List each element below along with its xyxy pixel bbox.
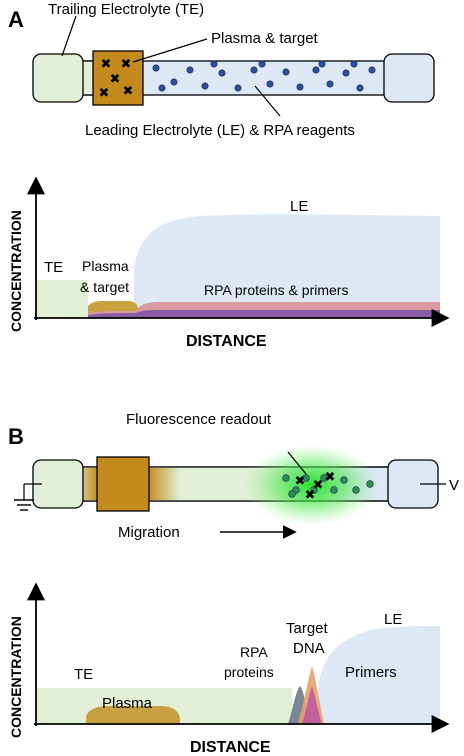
plasma-callout-label: Plasma & target <box>211 30 319 47</box>
reagent-bead <box>342 69 350 77</box>
rpa-label-a: RPA proteins & primers <box>204 282 348 298</box>
reagent-bead <box>186 66 194 74</box>
reagent-bead <box>282 68 290 76</box>
focused-bead <box>310 486 318 494</box>
reagent-bead <box>356 84 364 92</box>
reagent-bead <box>266 80 274 88</box>
fluorescence-callout-label: Fluorescence readout <box>126 411 272 428</box>
reagent-bead <box>318 60 326 68</box>
voltage-label: V <box>449 477 459 494</box>
x-axis-title-a: DISTANCE <box>186 333 267 350</box>
le-zone-a <box>134 214 440 318</box>
target-dna-marker: ✖ <box>99 85 110 100</box>
reagent-bead <box>170 78 178 86</box>
primers-label-b: Primers <box>345 664 397 681</box>
te-callout-label: Trailing Electrolyte (TE) <box>48 1 204 18</box>
migration-label: Migration <box>118 524 180 541</box>
plasma-callout-line <box>132 38 208 63</box>
rpa-label-b-line2: proteins <box>224 664 274 680</box>
amplified-target-marker: ✖ <box>295 473 306 488</box>
concentration-plot-b <box>27 582 450 733</box>
concentration-plot-a <box>27 176 450 327</box>
plasma-label-a-line2: & target <box>80 279 129 295</box>
reagent-bead <box>210 60 218 68</box>
reagent-bead <box>152 64 160 72</box>
amplified-target-marker: ✖ <box>325 469 336 484</box>
target-dna-marker: ✖ <box>101 56 112 71</box>
target-label-b-line2: DNA <box>293 640 325 657</box>
te-reservoir-a <box>32 53 84 103</box>
plasma-label-b: Plasma <box>102 695 153 712</box>
y-axis-title-a: CONCENTRATION <box>8 210 24 332</box>
reagent-bead <box>218 69 226 77</box>
amplified-target-marker: ✖ <box>313 477 324 492</box>
focused-bead <box>340 476 348 484</box>
reagent-bead <box>326 80 334 88</box>
amplified-target-marker: ✖ <box>305 487 316 502</box>
te-label-a: TE <box>44 259 63 276</box>
ground-electrode <box>14 483 42 511</box>
panel-b-letter: B <box>8 424 24 449</box>
plasma-plug-b <box>96 456 150 512</box>
te-zone-a <box>36 280 88 318</box>
target-dna-markers: ✖✖✖✖✖ <box>99 56 134 100</box>
x-axis-title-b: DISTANCE <box>190 739 271 756</box>
capillary-b: ✖✖✖✖ <box>32 445 439 525</box>
le-reservoir-a <box>383 53 435 103</box>
fluorescence-callout-line <box>287 451 307 475</box>
le-callout-label: Leading Electrolyte (LE) & RPA reagents <box>85 122 355 139</box>
rpa-reagent-beads <box>152 60 376 92</box>
le-label-a: LE <box>290 198 308 215</box>
le-callout-line <box>254 85 281 117</box>
focused-bead <box>282 474 290 482</box>
y-axis-title-b: CONCENTRATION <box>8 616 24 738</box>
panel-a-letter: A <box>8 7 24 32</box>
plasma-label-a-line1: Plasma <box>82 258 129 274</box>
rpa-label-b-line1: RPA <box>240 644 268 660</box>
reagent-bead <box>258 60 266 68</box>
te-callout-line <box>61 15 77 57</box>
reagent-bead <box>296 83 304 91</box>
target-dna-marker: ✖ <box>123 83 134 98</box>
plasma-plug-a <box>92 50 144 106</box>
focused-bead <box>288 490 296 498</box>
fluorescence-glow <box>244 445 380 525</box>
plasma-zone-b <box>86 706 180 724</box>
focused-reagent-zone: ✖✖✖✖ <box>282 469 374 502</box>
reagent-bead <box>368 66 376 74</box>
focused-bead <box>302 474 310 482</box>
focused-bead <box>330 486 338 494</box>
reagent-bead <box>250 66 258 74</box>
target-dna-marker: ✖ <box>110 71 121 86</box>
te-label-b: TE <box>74 666 93 683</box>
primer-peak <box>302 686 322 724</box>
reagent-bead <box>158 84 166 92</box>
plasma-trail-right <box>148 468 180 500</box>
capillary-a: ✖✖✖✖✖ <box>32 50 435 106</box>
target-label-b-line1: Target <box>286 620 329 637</box>
target-dna-marker: ✖ <box>121 56 132 71</box>
le-label-b: LE <box>384 611 402 628</box>
reagent-bead <box>312 66 320 74</box>
focused-bead <box>366 480 374 488</box>
focused-bead <box>352 486 360 494</box>
primer-band-a <box>88 310 440 318</box>
le-zone-b <box>318 626 440 724</box>
reagent-bead <box>201 82 209 90</box>
reagent-bead <box>350 60 358 68</box>
focused-bead <box>320 474 328 482</box>
reagent-bead <box>234 84 242 92</box>
